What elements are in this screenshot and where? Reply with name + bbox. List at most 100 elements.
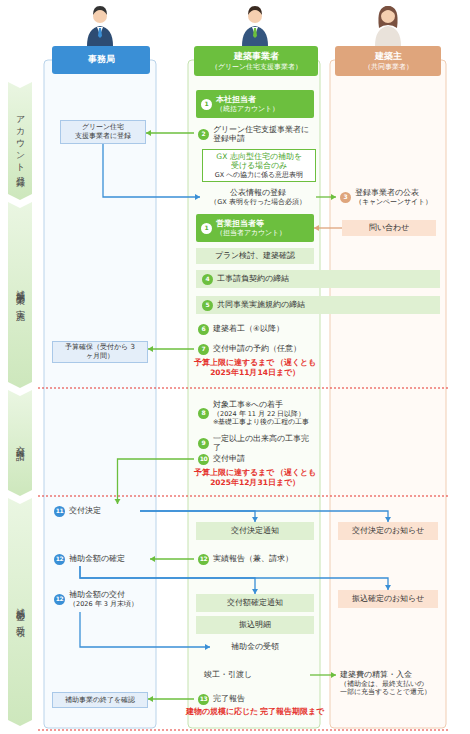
node-text: 交付申請	[15, 439, 26, 447]
process-band: 5共同事業実施規約の締結	[196, 296, 440, 314]
lane-header: 事務局	[52, 46, 150, 74]
node-text: 工事請負契約の締結	[217, 274, 434, 283]
flow-arrow	[80, 566, 391, 590]
text-column: 交付申請の予約（任意）	[213, 344, 316, 353]
office-box: 予算確保（受付から 3 ヶ月間）	[52, 341, 148, 363]
node-subtext: （担当者アカウント）	[216, 229, 309, 237]
flow-line	[80, 612, 210, 647]
flow-arrow	[314, 225, 342, 231]
text-column: 一定以上の出来高の工事完了	[213, 434, 316, 453]
process-box: 振込明細	[196, 616, 314, 634]
flow-arrow	[310, 672, 336, 678]
node-subtext: （2024 年 11 月 22 日以降）	[213, 410, 316, 418]
text-column: 補助事業の終了を確認	[56, 696, 144, 705]
step-number: 1	[201, 99, 212, 110]
deadline-note: 予算上限に達するまで （遅くとも 2025年11月14日まで）	[170, 358, 340, 378]
text-column: 振込明細	[200, 620, 310, 629]
flow-line	[80, 566, 388, 590]
step-number: 9	[198, 438, 209, 449]
text-column: 建築事業者（グリーン住宅支援事業者）	[194, 51, 318, 70]
step-item: 10 交付申請	[194, 452, 318, 466]
text-column: 営業担当者等（担当者アカウント）	[216, 219, 309, 237]
office-lane	[44, 60, 156, 728]
step-number: 7	[198, 344, 209, 355]
arrow-head	[331, 194, 336, 200]
node-text: 本社担当者	[216, 95, 309, 104]
arrow-head	[146, 130, 151, 136]
node-text: 予算確保（受付から 3 ヶ月間）	[56, 343, 144, 361]
node-subtext: GX への協力に係る意思表明	[206, 171, 312, 179]
arrow-head	[115, 499, 121, 504]
arrow-head	[252, 589, 258, 594]
flow-line	[140, 511, 255, 522]
node-text: 交付額確定通知	[200, 598, 310, 607]
node-subtext: （グリーン住宅支援事業者）	[194, 63, 318, 71]
node-subtext: （2026 年 3 月末頃）	[69, 600, 148, 608]
text-column: 本社担当者（統括アカウント）	[216, 95, 309, 113]
step-number: 10	[198, 454, 209, 465]
flow-arrow	[115, 459, 195, 504]
lane-header: 建築主（共同事業者）	[335, 46, 441, 76]
node-text: 完了報告	[213, 694, 316, 703]
flow-line	[103, 144, 200, 197]
node-subtext: （統括アカウント）	[216, 105, 309, 113]
flow-line	[314, 227, 342, 228]
node-text: 交付申請	[213, 454, 316, 463]
node-text: 営業担当者等	[216, 219, 309, 228]
flow-arrow	[316, 194, 336, 200]
node-text: GX 志向型住宅の補助を 受ける場合のみ	[206, 152, 312, 171]
flow-arrow	[80, 612, 210, 650]
text-column: プラン検討、建築確認	[200, 251, 310, 260]
node-subtext: （GX 表明を行った場合必須）	[202, 198, 314, 206]
node-text: 問い合わせ	[345, 223, 433, 232]
step-item: 8対象工事※への着手（2024 年 11 月 22 日以降）※基礎工事より後の工…	[194, 396, 318, 430]
node-text: 建築主	[335, 51, 441, 62]
step-item: 2グリーン住宅支援事業者に 登録申請	[194, 122, 318, 146]
step-item: 12補助金額の交付（2026 年 3 月末頃）	[50, 586, 150, 612]
node-text: 建築事業者	[194, 51, 318, 62]
arrow-head	[148, 696, 153, 702]
step-number: 3	[340, 192, 351, 203]
node-text: グリーン住宅 支援事業者に登録	[64, 123, 142, 141]
arrow-head	[148, 346, 153, 352]
phase-shape	[8, 82, 32, 200]
node-text: アカウント登録	[15, 109, 26, 173]
text-column: 工事請負契約の締結	[217, 274, 434, 283]
node-text: 補助金額の確定	[69, 554, 148, 563]
node-text: 事務局	[52, 54, 150, 65]
node-subtext: ※基礎工事より後の工程の工事	[213, 418, 316, 426]
process-box: 交付額確定通知	[196, 594, 314, 612]
flow-line	[80, 566, 255, 594]
deadline-line	[38, 496, 448, 497]
deadline-note: 予算上限に達するまで （遅くとも 2025年12月31日まで）	[170, 468, 340, 488]
text-column: GX 志向型住宅の補助を 受ける場合のみGX への協力に係る意思表明	[206, 152, 312, 179]
phase-shape	[8, 390, 32, 496]
text-column: 建築主（共同事業者）	[335, 51, 441, 70]
flow-line	[148, 698, 194, 699]
node-text: 交付決定のお知らせ	[341, 526, 435, 535]
step-number: 12	[54, 594, 65, 605]
node-text: 登録事業者の公表	[355, 188, 440, 197]
node-text: 振込明細	[200, 620, 310, 629]
phase-band: 補助金の受領	[8, 498, 32, 726]
node-text: 交付決定	[69, 506, 138, 515]
step-number: 2	[198, 129, 209, 140]
step-item: 3 登録事業者の公表（キャンペーンサイト）	[336, 184, 442, 210]
arrow-head	[252, 517, 258, 522]
step-number: 12	[198, 554, 209, 565]
owner-box: 問い合わせ	[342, 220, 436, 236]
node-text: 補助事業の実施	[15, 283, 26, 307]
phase-band: 交付申請	[8, 390, 32, 496]
flow-arrow	[80, 566, 258, 594]
text-column: 問い合わせ	[345, 223, 433, 232]
node-text: 補助金の受領	[15, 601, 26, 623]
step-number: 1	[201, 223, 212, 234]
flow-arrow	[148, 346, 194, 352]
condition-box: GX 志向型住宅の補助を 受ける場合のみGX への協力に係る意思表明	[202, 149, 316, 182]
node-subtext: （キャンペーンサイト）	[355, 198, 440, 206]
step-item: 建築費の精算・入金（補助金は、最終支払いの 一部に充当することで還元）	[336, 664, 442, 702]
flow-line	[146, 132, 194, 133]
node-text: 補助事業の終了を確認	[56, 696, 144, 705]
node-text: 共同事業実施規約の締結	[217, 300, 434, 309]
